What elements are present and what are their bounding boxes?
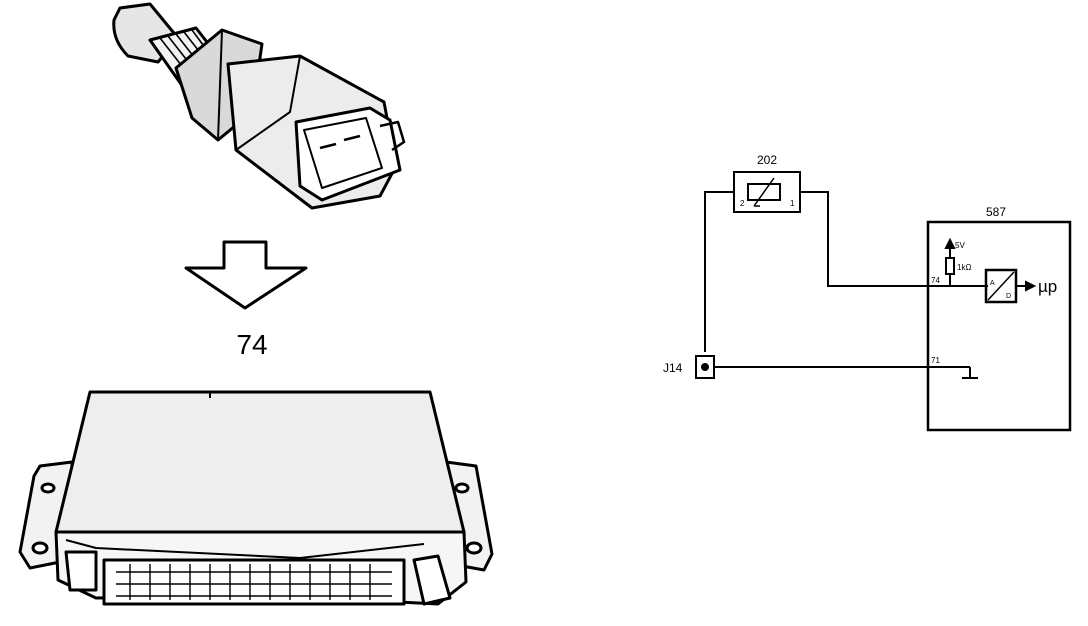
- supply-label: 5V: [955, 241, 965, 250]
- temperature-sensor-illustration: [112, 2, 406, 210]
- ecu-pin-ground-label: 71: [931, 356, 940, 365]
- sensor-pin1-label: 1: [790, 199, 795, 208]
- sensor-202-label: 202: [757, 153, 777, 167]
- adc-input-label: A: [990, 280, 995, 287]
- resistor-icon: [945, 257, 955, 275]
- pin-callout-label: 74: [236, 329, 267, 360]
- ecu-pin-signal-label: 74: [931, 276, 940, 285]
- sensor-202-box: [733, 171, 801, 213]
- adc-output-label: D: [1006, 293, 1011, 300]
- connector-j14-label: J14: [663, 361, 683, 375]
- ecu-587-box: [926, 220, 1072, 432]
- resistor-label: 1kΩ: [957, 263, 971, 272]
- schematic: [695, 171, 1072, 432]
- down-arrow-icon: [184, 240, 308, 310]
- ecu-587-label: 587: [986, 205, 1006, 219]
- output-arrow-icon: [1025, 280, 1037, 292]
- wire-sensor-pin1: [800, 191, 988, 287]
- ecu-illustration: [18, 390, 494, 606]
- wire-sensor-pin2: [704, 191, 734, 352]
- connector-j14-box: [695, 355, 715, 379]
- supply-arrow-icon: [944, 237, 956, 249]
- ecu-output-label: µp: [1038, 277, 1057, 296]
- sensor-pin2-label: 2: [740, 199, 745, 208]
- thermistor-icon: [747, 183, 781, 201]
